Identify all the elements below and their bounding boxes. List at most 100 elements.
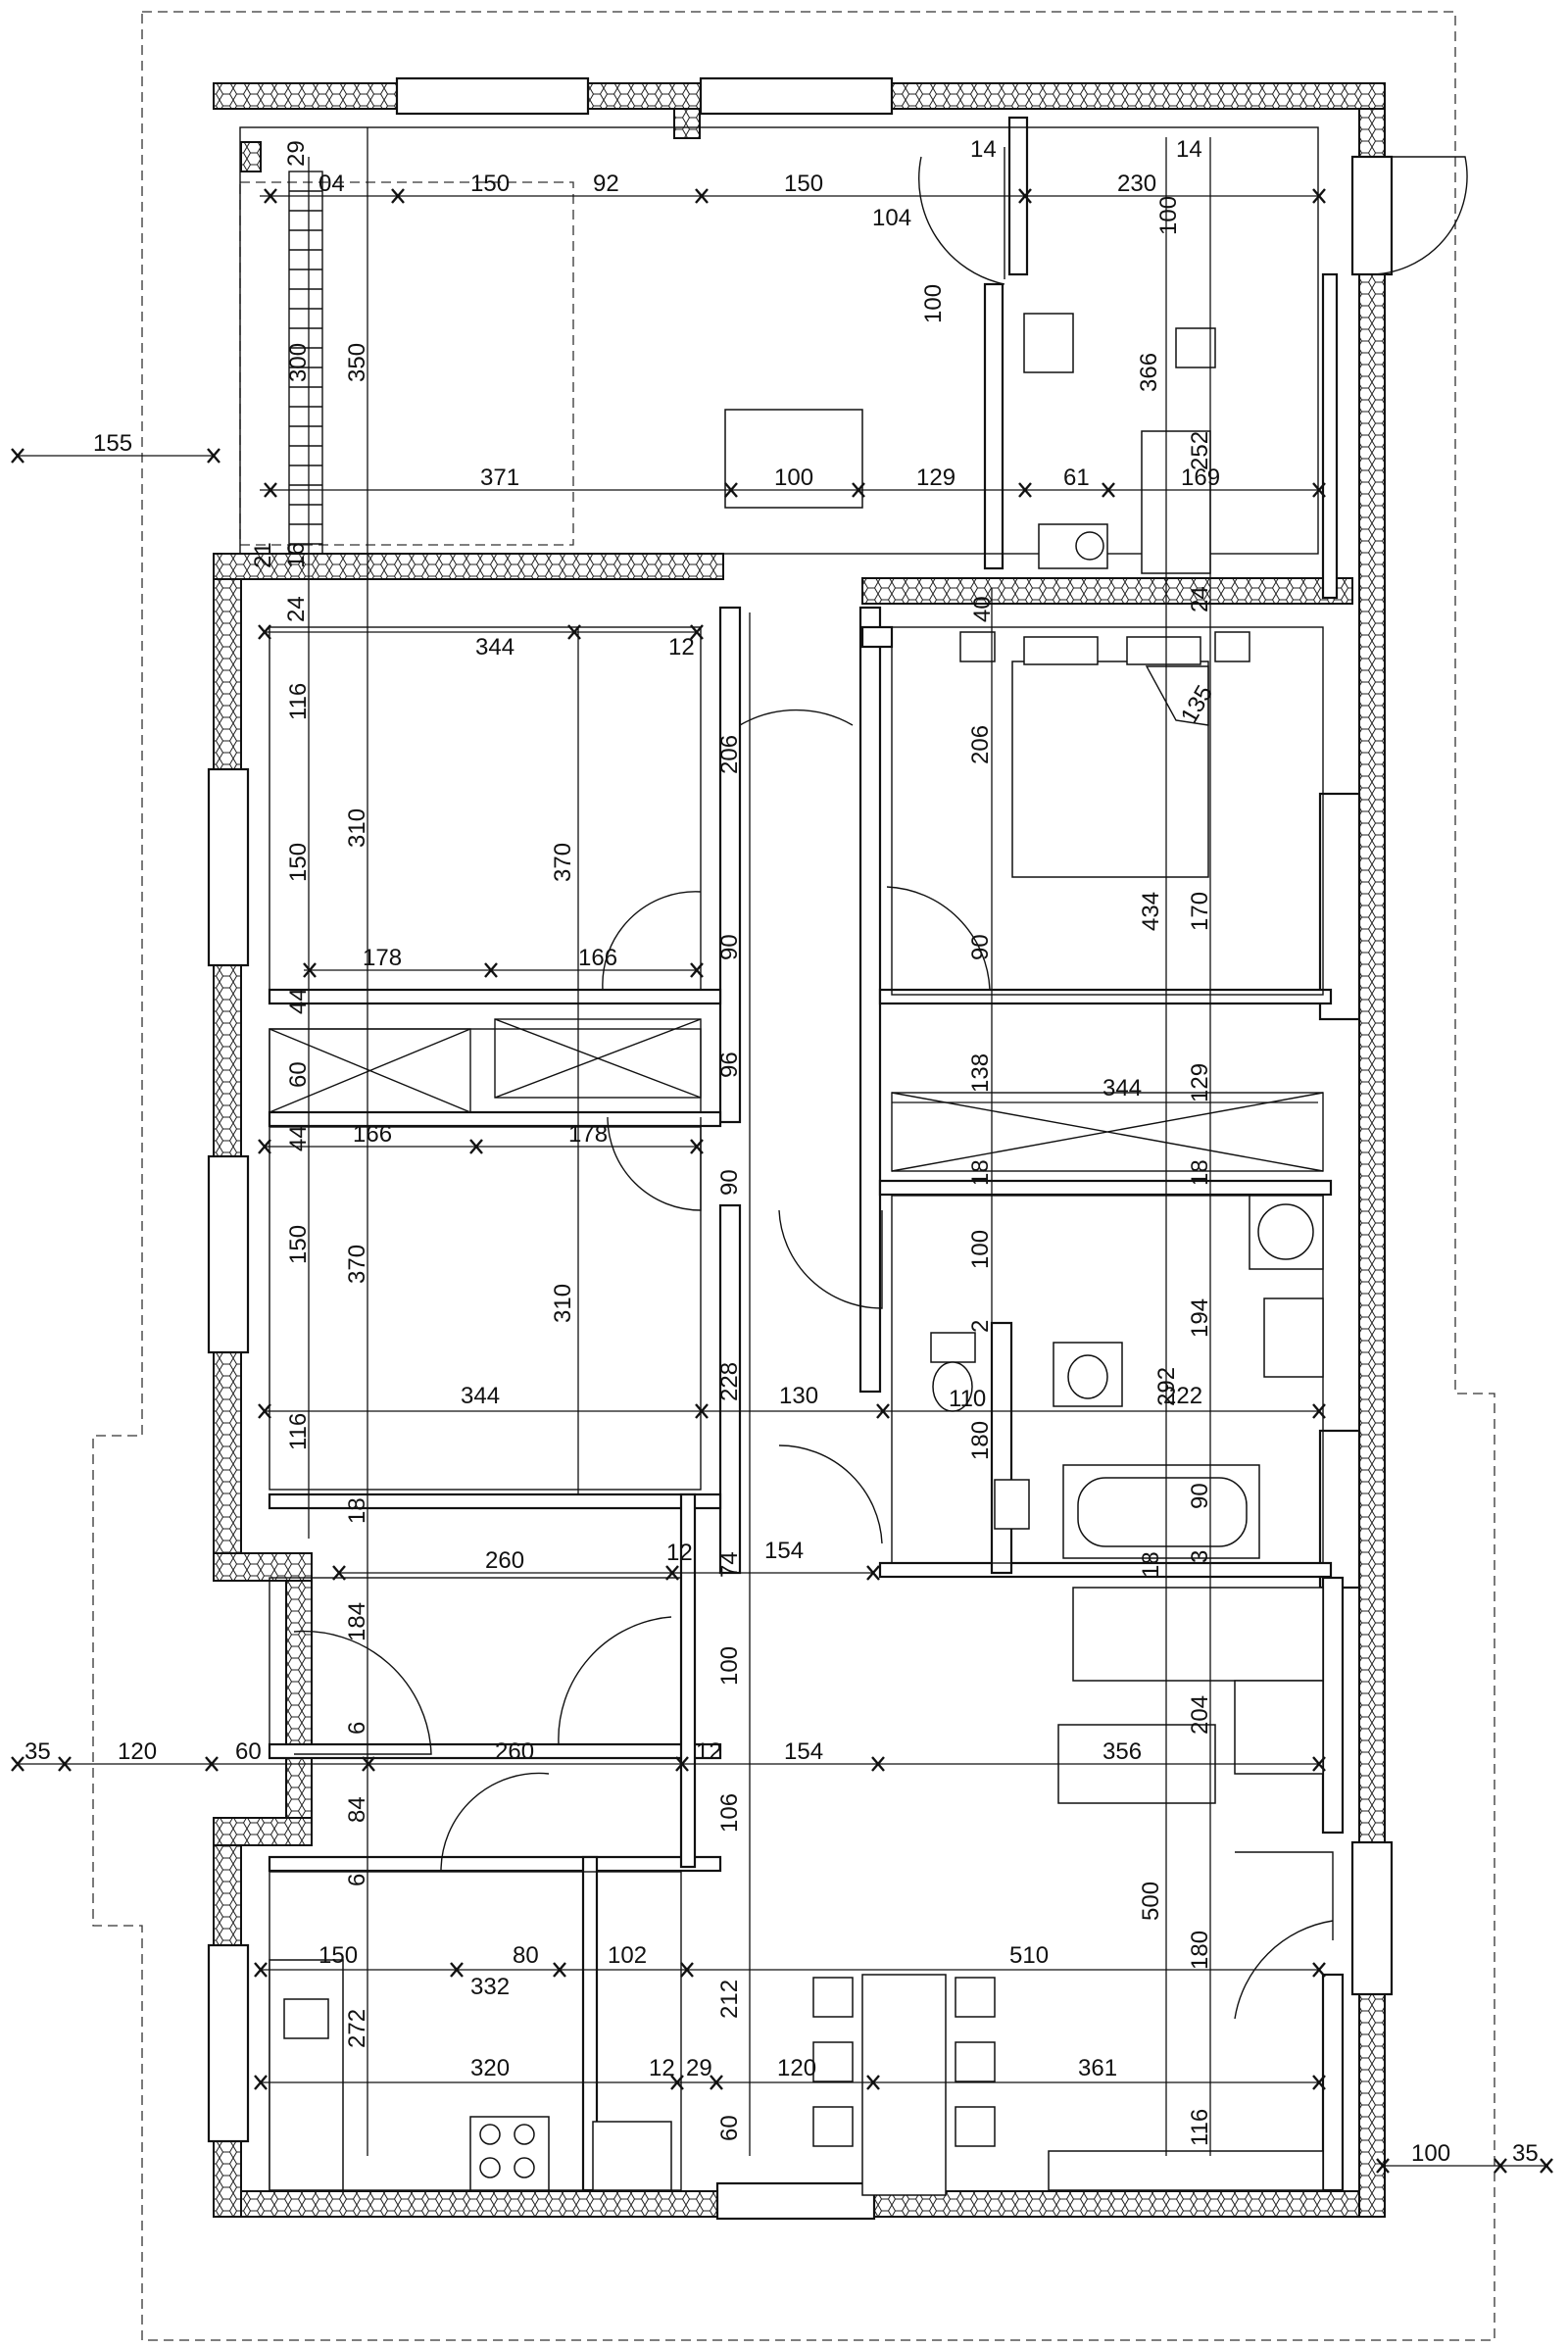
- interior-walls: [268, 116, 1345, 2192]
- dim-label: 166: [353, 1121, 392, 1148]
- dim-label: 100: [920, 284, 947, 323]
- dim-label: 344: [461, 1383, 500, 1409]
- dim-label: 90: [1187, 1483, 1213, 1509]
- dim-label: 178: [568, 1121, 608, 1148]
- dim-label: 110: [949, 1386, 986, 1412]
- dim-label: 154: [784, 1738, 823, 1765]
- furniture: [269, 313, 1324, 2196]
- dim-label: 120: [118, 1738, 157, 1765]
- dim-label: 166: [578, 945, 617, 971]
- dim-label: 2: [967, 1320, 994, 1333]
- dim-label: 120: [777, 2055, 816, 2081]
- dim-label: 170: [1187, 892, 1213, 931]
- dim-label: 84: [344, 1796, 370, 1823]
- utility: [724, 313, 1216, 574]
- dim-label: 129: [1187, 1063, 1213, 1102]
- dim-label: 61: [1063, 465, 1090, 491]
- windows: [207, 76, 1394, 2221]
- dim-label: 150: [470, 171, 510, 197]
- dim-label: 344: [475, 634, 514, 661]
- dim-label: 92: [593, 171, 619, 197]
- sofa: [1057, 1587, 1324, 1804]
- dim-label: 3: [1187, 1550, 1213, 1563]
- dim-label: 272: [344, 2009, 370, 2048]
- dim-label: 178: [363, 945, 402, 971]
- dim-label: 500: [1138, 1882, 1164, 1921]
- dim-label: 60: [235, 1738, 262, 1765]
- dim-label: 154: [764, 1538, 804, 1564]
- dim-label: 21: [250, 542, 276, 568]
- dim-label: 180: [1187, 1931, 1213, 1970]
- dim-label: 18: [1187, 1159, 1213, 1186]
- dim-label: 18: [344, 1497, 370, 1524]
- dim-label: 100: [1155, 196, 1182, 235]
- dimension-labels: 04 150 92 150 104 230 14 14 100 29 371 1…: [24, 136, 1539, 2167]
- dim-label: 150: [318, 1942, 358, 1969]
- dim-label: 260: [495, 1738, 534, 1765]
- dim-label: 332: [470, 1974, 510, 2000]
- dim-label: 35: [24, 1738, 51, 1765]
- kitchen-fixtures: [269, 1959, 1324, 2191]
- dim-label: 310: [550, 1284, 576, 1323]
- dim-label: 6: [344, 1722, 370, 1735]
- dim-label: 204: [1187, 1695, 1213, 1735]
- dim-label: 60: [285, 1061, 312, 1088]
- dim-label: 90: [716, 1169, 743, 1196]
- dim-label: 169: [1181, 465, 1220, 491]
- dim-label: 12: [666, 1540, 693, 1566]
- dim-label: 100: [1411, 2140, 1450, 2167]
- dimension-ticks: [11, 188, 1553, 2174]
- dim-label: 29: [283, 140, 310, 167]
- dim-label: 104: [872, 205, 911, 231]
- dim-label: 434: [1138, 892, 1164, 931]
- dim-label: 138: [967, 1053, 994, 1093]
- dim-label: 206: [716, 735, 743, 774]
- dim-label: 24: [283, 596, 310, 622]
- dim-label: 12: [668, 634, 695, 661]
- dim-label: 116: [285, 1413, 312, 1450]
- dim-label: 344: [1102, 1075, 1142, 1101]
- dim-label: 116: [1187, 2109, 1213, 2146]
- dim-label: 155: [93, 430, 132, 457]
- dim-label: 90: [967, 934, 994, 960]
- dim-label: 212: [716, 1980, 743, 2019]
- dim-label: 100: [774, 465, 813, 491]
- double-bed: [959, 631, 1250, 878]
- dim-label: 260: [485, 1547, 524, 1574]
- dim-label: 356: [1102, 1738, 1142, 1765]
- dim-label: 14: [970, 136, 997, 163]
- bathroom-fixtures: [930, 1195, 1324, 1559]
- stairs: [288, 171, 323, 555]
- dim-label: 366: [1136, 353, 1162, 392]
- dim-label: 184: [344, 1602, 370, 1641]
- dim-label: 370: [550, 843, 576, 882]
- dim-label: 361: [1078, 2055, 1117, 2081]
- doors: [293, 147, 1468, 2020]
- dim-label: 194: [1187, 1298, 1213, 1338]
- dim-label: 230: [1117, 171, 1156, 197]
- dim-label: 370: [344, 1245, 370, 1284]
- dim-label: 29: [686, 2055, 712, 2081]
- dim-label: 24: [1187, 586, 1213, 612]
- dim-label: 320: [470, 2055, 510, 2081]
- dim-label: 44: [285, 988, 312, 1014]
- dim-label: 222: [1163, 1383, 1202, 1409]
- dim-label: 350: [344, 343, 370, 382]
- dim-label: 371: [480, 465, 519, 491]
- dim-label: 116: [285, 683, 312, 720]
- dim-label: 80: [513, 1942, 539, 1969]
- dim-label: 292: [1153, 1367, 1180, 1406]
- dim-label: 130: [779, 1383, 818, 1409]
- dim-label: 35: [1512, 2140, 1539, 2167]
- dim-label: 180: [967, 1421, 994, 1460]
- dim-label: 206: [967, 725, 994, 764]
- dim-label: 16: [283, 542, 310, 568]
- dim-label: 18: [1138, 1551, 1164, 1578]
- dim-label: 44: [285, 1125, 312, 1151]
- dining-set: [812, 1974, 996, 2196]
- dim-label: 18: [967, 1159, 994, 1186]
- closets: [269, 1018, 1324, 1172]
- dim-label: 14: [1176, 136, 1202, 163]
- dim-label: 100: [967, 1230, 994, 1269]
